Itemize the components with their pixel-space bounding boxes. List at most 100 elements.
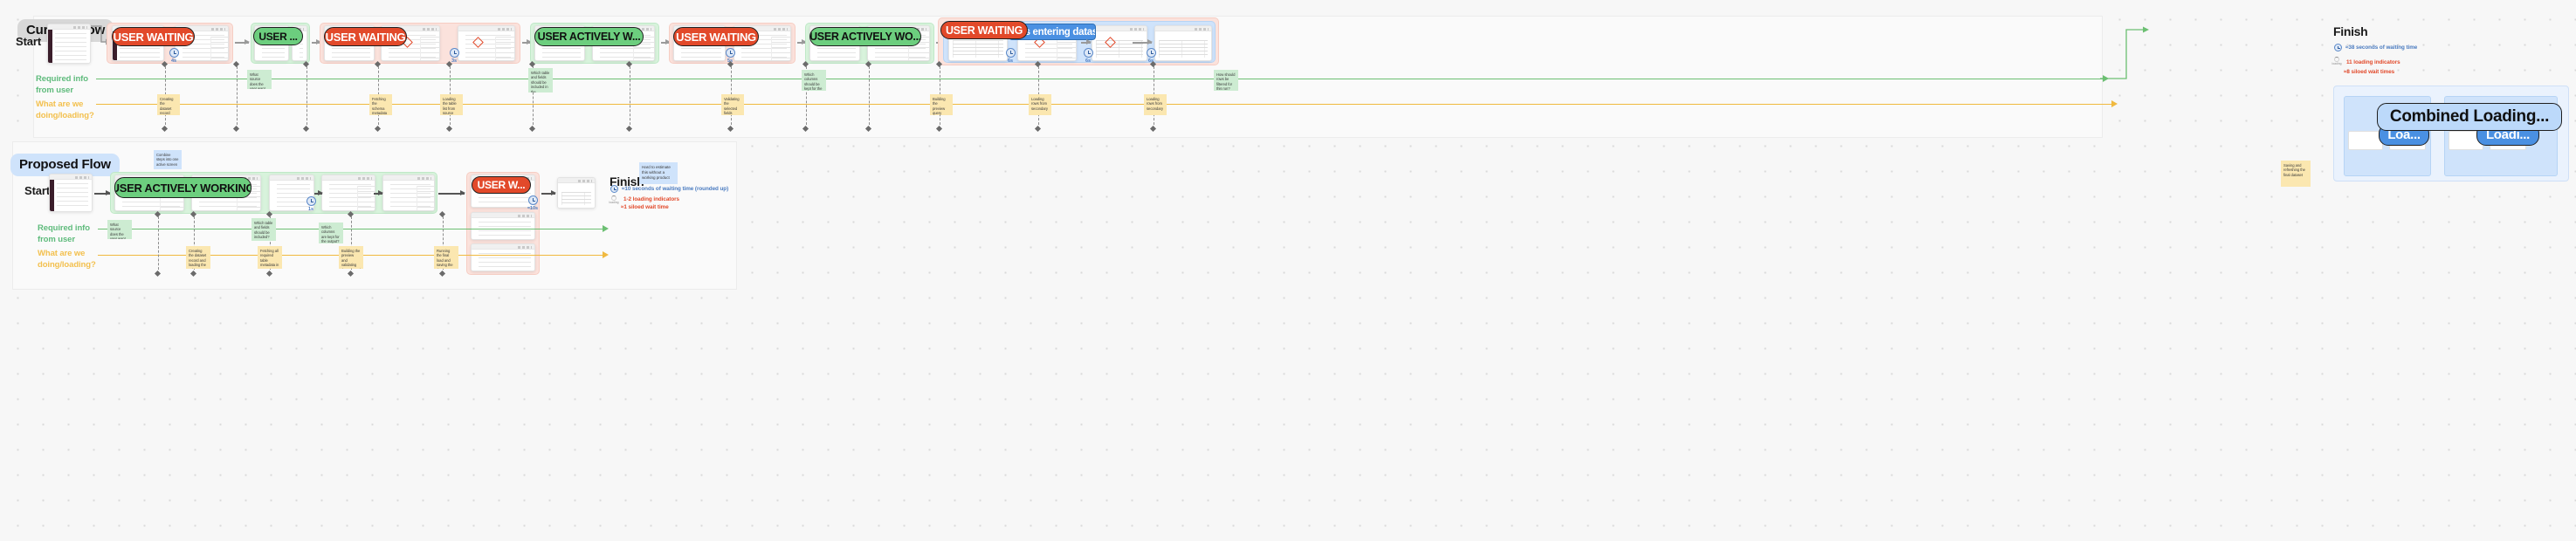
sticky-note-green[interactable]: What source does the user want to use? xyxy=(247,70,272,89)
lane-label-what-loading: What are we doing/loading? xyxy=(36,99,94,120)
proposed-lane-connector xyxy=(442,216,444,274)
finish-loading-indicators-proposed: 1-2 loading indicators xyxy=(623,196,679,202)
proposed-estimate-note[interactable]: Hard to estimate this without a working … xyxy=(639,162,678,184)
combined-mini-shot-1[interactable] xyxy=(2348,131,2383,150)
sticky-note-amber[interactable]: Loading rows from secondary xyxy=(1029,94,1051,115)
connector-7-inner xyxy=(1081,39,1092,45)
proposed-sticky-amber[interactable]: Building the preview and validating the … xyxy=(339,246,363,269)
proposed-stage-1-shot-c[interactable] xyxy=(269,175,314,211)
sticky-note-green[interactable]: How should rows be filtered for this run… xyxy=(1214,70,1238,91)
clock-icon xyxy=(527,195,538,205)
loading-spinner-icon: loading xyxy=(2331,57,2343,65)
combined-loading-pill[interactable]: Combined Loading... xyxy=(2377,103,2562,131)
current-flow-start-label: Start xyxy=(16,35,42,48)
status-pill-user-actively-working-proposed[interactable]: USER ACTIVELY WORKING xyxy=(114,177,251,198)
proposed-lane-label-what-loading: What are we doing/loading? xyxy=(38,249,96,270)
stage-7-shot-c[interactable] xyxy=(1092,25,1147,61)
connector-1-2 xyxy=(235,39,250,45)
proposed-sticky-green[interactable]: Which table and fields should be include… xyxy=(251,218,276,241)
stage-7-shot-d[interactable] xyxy=(1154,25,1212,61)
proposed-stage-2-shot-c[interactable] xyxy=(471,243,535,271)
status-pill-user-entering-dataset[interactable]: User is entering dataset xyxy=(1009,24,1096,40)
loading-lane-arrow xyxy=(2111,100,2118,107)
proposed-connector-b xyxy=(374,190,383,195)
finish-waiting-time-current: ≈38 seconds of waiting time xyxy=(2345,45,2418,51)
start-screenshot-proposed[interactable] xyxy=(49,174,93,212)
status-pill-user-waiting-3[interactable]: USER WAITING xyxy=(324,27,407,46)
clock-icon xyxy=(610,185,618,193)
loading-spinner-icon: loading xyxy=(608,195,620,204)
clock-icon xyxy=(1005,48,1016,58)
proposed-final-shot[interactable] xyxy=(557,177,596,209)
proposed-lane-label-required-info: Required info from user xyxy=(38,223,90,244)
duration-badge-7a: 6s xyxy=(1000,48,1021,64)
finish-loading-indicators-current: 11 loading indicators xyxy=(2346,59,2400,65)
clock-icon xyxy=(2334,44,2342,51)
loading-lane-line xyxy=(96,104,2113,106)
proposed-loading-lane-arrow xyxy=(603,251,609,258)
proposed-duration-badge-1: 1s xyxy=(300,196,321,212)
clock-icon xyxy=(1146,48,1156,58)
proposed-stage-1-shot-e[interactable] xyxy=(382,175,435,211)
status-pill-user-waiting-proposed[interactable]: USER W... xyxy=(472,176,531,194)
clock-icon xyxy=(169,48,179,58)
connector-4-5 xyxy=(661,39,671,45)
sticky-note-amber[interactable]: Loading the table list from source xyxy=(440,94,463,115)
connector-7-inner-2 xyxy=(1133,39,1153,45)
proposed-duration-badge-2: ≈10s xyxy=(522,195,543,211)
proposed-lane-connector xyxy=(269,216,271,274)
finish-waiting-time-proposed: ≈10 seconds of waiting time (rounded up) xyxy=(622,186,729,192)
status-pill-user-waiting-7[interactable]: USER WAITING xyxy=(940,21,1028,39)
sticky-note-blue-proposed[interactable]: Combine steps into one active screen xyxy=(154,150,182,169)
duration-badge-7c: 6s xyxy=(1140,48,1161,64)
status-pill-user-working-6[interactable]: USER ACTIVELY WO... xyxy=(809,27,921,46)
proposed-lane-connector xyxy=(350,216,352,274)
clock-icon xyxy=(449,48,459,58)
duration-badge-3: 3s xyxy=(444,48,465,64)
status-pill-user-working-4[interactable]: USER ACTIVELY W... xyxy=(534,27,644,46)
proposed-connector-1-2 xyxy=(438,190,465,195)
stage-3-shot-b[interactable] xyxy=(381,25,440,61)
stage-3-shot-c[interactable] xyxy=(458,25,515,61)
proposed-flow-title[interactable]: Proposed Flow xyxy=(10,154,120,176)
proposed-sticky-amber[interactable]: Running the final load and saving the da… xyxy=(434,246,458,269)
finish-title-current: Finish xyxy=(2333,24,2368,38)
proposed-sticky-amber[interactable]: Fetching all required table metadata in … xyxy=(258,246,282,269)
connector-2-3 xyxy=(312,39,321,45)
proposed-stage-1-shot-d[interactable] xyxy=(321,175,375,211)
status-pill-user-waiting-5[interactable]: USER WAITING xyxy=(673,27,759,46)
finish-siloed-waits-current: ≈8 siloed wait times xyxy=(2344,69,2395,75)
finish-title-proposed: Finish xyxy=(610,175,644,188)
proposed-sticky-green[interactable]: Which columns are kept for the output? xyxy=(319,223,343,243)
proposed-required-info-lane-arrow xyxy=(603,225,609,232)
sticky-note-green[interactable]: Which columns should be kept for the out… xyxy=(802,70,826,91)
status-pill-user-waiting-1[interactable]: USER WAITING xyxy=(112,27,195,46)
proposed-connector-2-final xyxy=(541,190,556,195)
start-screenshot-current[interactable] xyxy=(47,24,91,64)
finish-connector-current xyxy=(2100,26,2149,79)
proposed-sticky-green[interactable]: What source does the user want to use? xyxy=(107,220,132,239)
duration-badge-7b: 6s xyxy=(1078,48,1099,64)
proposed-connector-a xyxy=(314,190,323,195)
sticky-note-amber[interactable]: Building the preview query xyxy=(930,94,953,115)
sticky-note-amber[interactable]: Fetching the schema metadata xyxy=(369,94,392,115)
proposed-sticky-amber[interactable]: Creating the dataset record and loading … xyxy=(186,246,210,269)
sticky-note-amber[interactable]: Creating the dataset record xyxy=(157,94,180,115)
sticky-note-amber[interactable]: Loading rows from secondary xyxy=(1144,94,1167,115)
status-pill-user-working-2[interactable]: USER ... xyxy=(253,27,303,45)
sticky-note-amber[interactable]: Saving and refreshing the final dataset xyxy=(2281,161,2311,187)
lane-label-required-info: Required info from user xyxy=(36,74,88,95)
connector-3-4 xyxy=(522,39,532,45)
proposed-start-connector xyxy=(94,190,111,195)
proposed-flow-frame[interactable] xyxy=(12,141,737,290)
sticky-note-amber[interactable]: Validating the selected fields xyxy=(721,94,744,115)
clock-icon xyxy=(725,48,735,58)
lane-connector xyxy=(236,66,238,129)
proposed-lane-connector xyxy=(157,216,159,274)
sticky-note-green[interactable]: Which table and fields should be include… xyxy=(528,68,553,92)
proposed-lane-connector xyxy=(193,216,195,274)
connector-5-6 xyxy=(797,39,807,45)
proposed-stage-2-shot-b[interactable] xyxy=(471,212,535,240)
finish-siloed-waits-proposed: ≈1 siloed wait time xyxy=(621,204,669,210)
